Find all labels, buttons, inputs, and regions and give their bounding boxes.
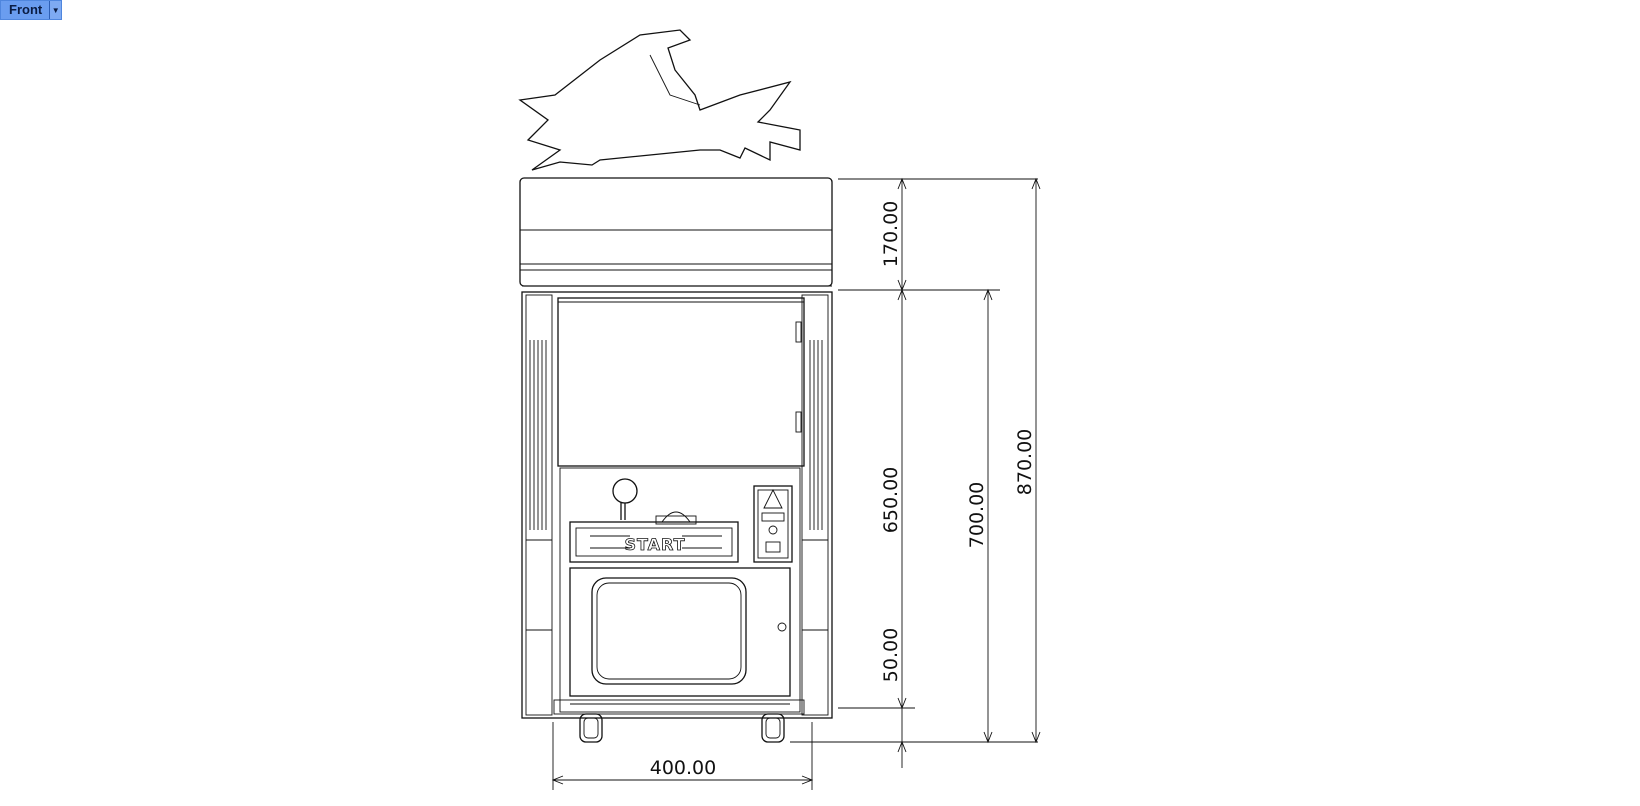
dim-inner-height: 700.00 — [966, 482, 988, 548]
dimension-lines — [551, 177, 1041, 790]
dim-top-height: 170.00 — [880, 201, 902, 267]
start-button-label: START — [624, 535, 685, 554]
chevron-down-icon[interactable]: ▼ — [49, 1, 62, 19]
coin-mechanism — [753, 485, 793, 563]
cabinet-body — [521, 291, 833, 719]
prize-door — [569, 567, 791, 697]
dim-width: 400.00 — [650, 757, 716, 779]
fish-topper — [518, 29, 801, 171]
glass-window — [557, 297, 805, 467]
caster-right — [761, 713, 785, 743]
start-panel — [569, 521, 739, 563]
fish-fin-line — [649, 54, 701, 106]
dim-base-height: 50.00 — [880, 628, 902, 682]
viewport-name-label: Front — [9, 2, 43, 17]
caster-left — [579, 713, 603, 743]
door-lock — [777, 622, 787, 632]
joystick — [612, 478, 638, 504]
dim-total-height: 870.00 — [1014, 429, 1036, 495]
viewport-name-tab[interactable]: Front ▼ — [0, 0, 63, 20]
dim-body-height: 650.00 — [880, 467, 902, 533]
